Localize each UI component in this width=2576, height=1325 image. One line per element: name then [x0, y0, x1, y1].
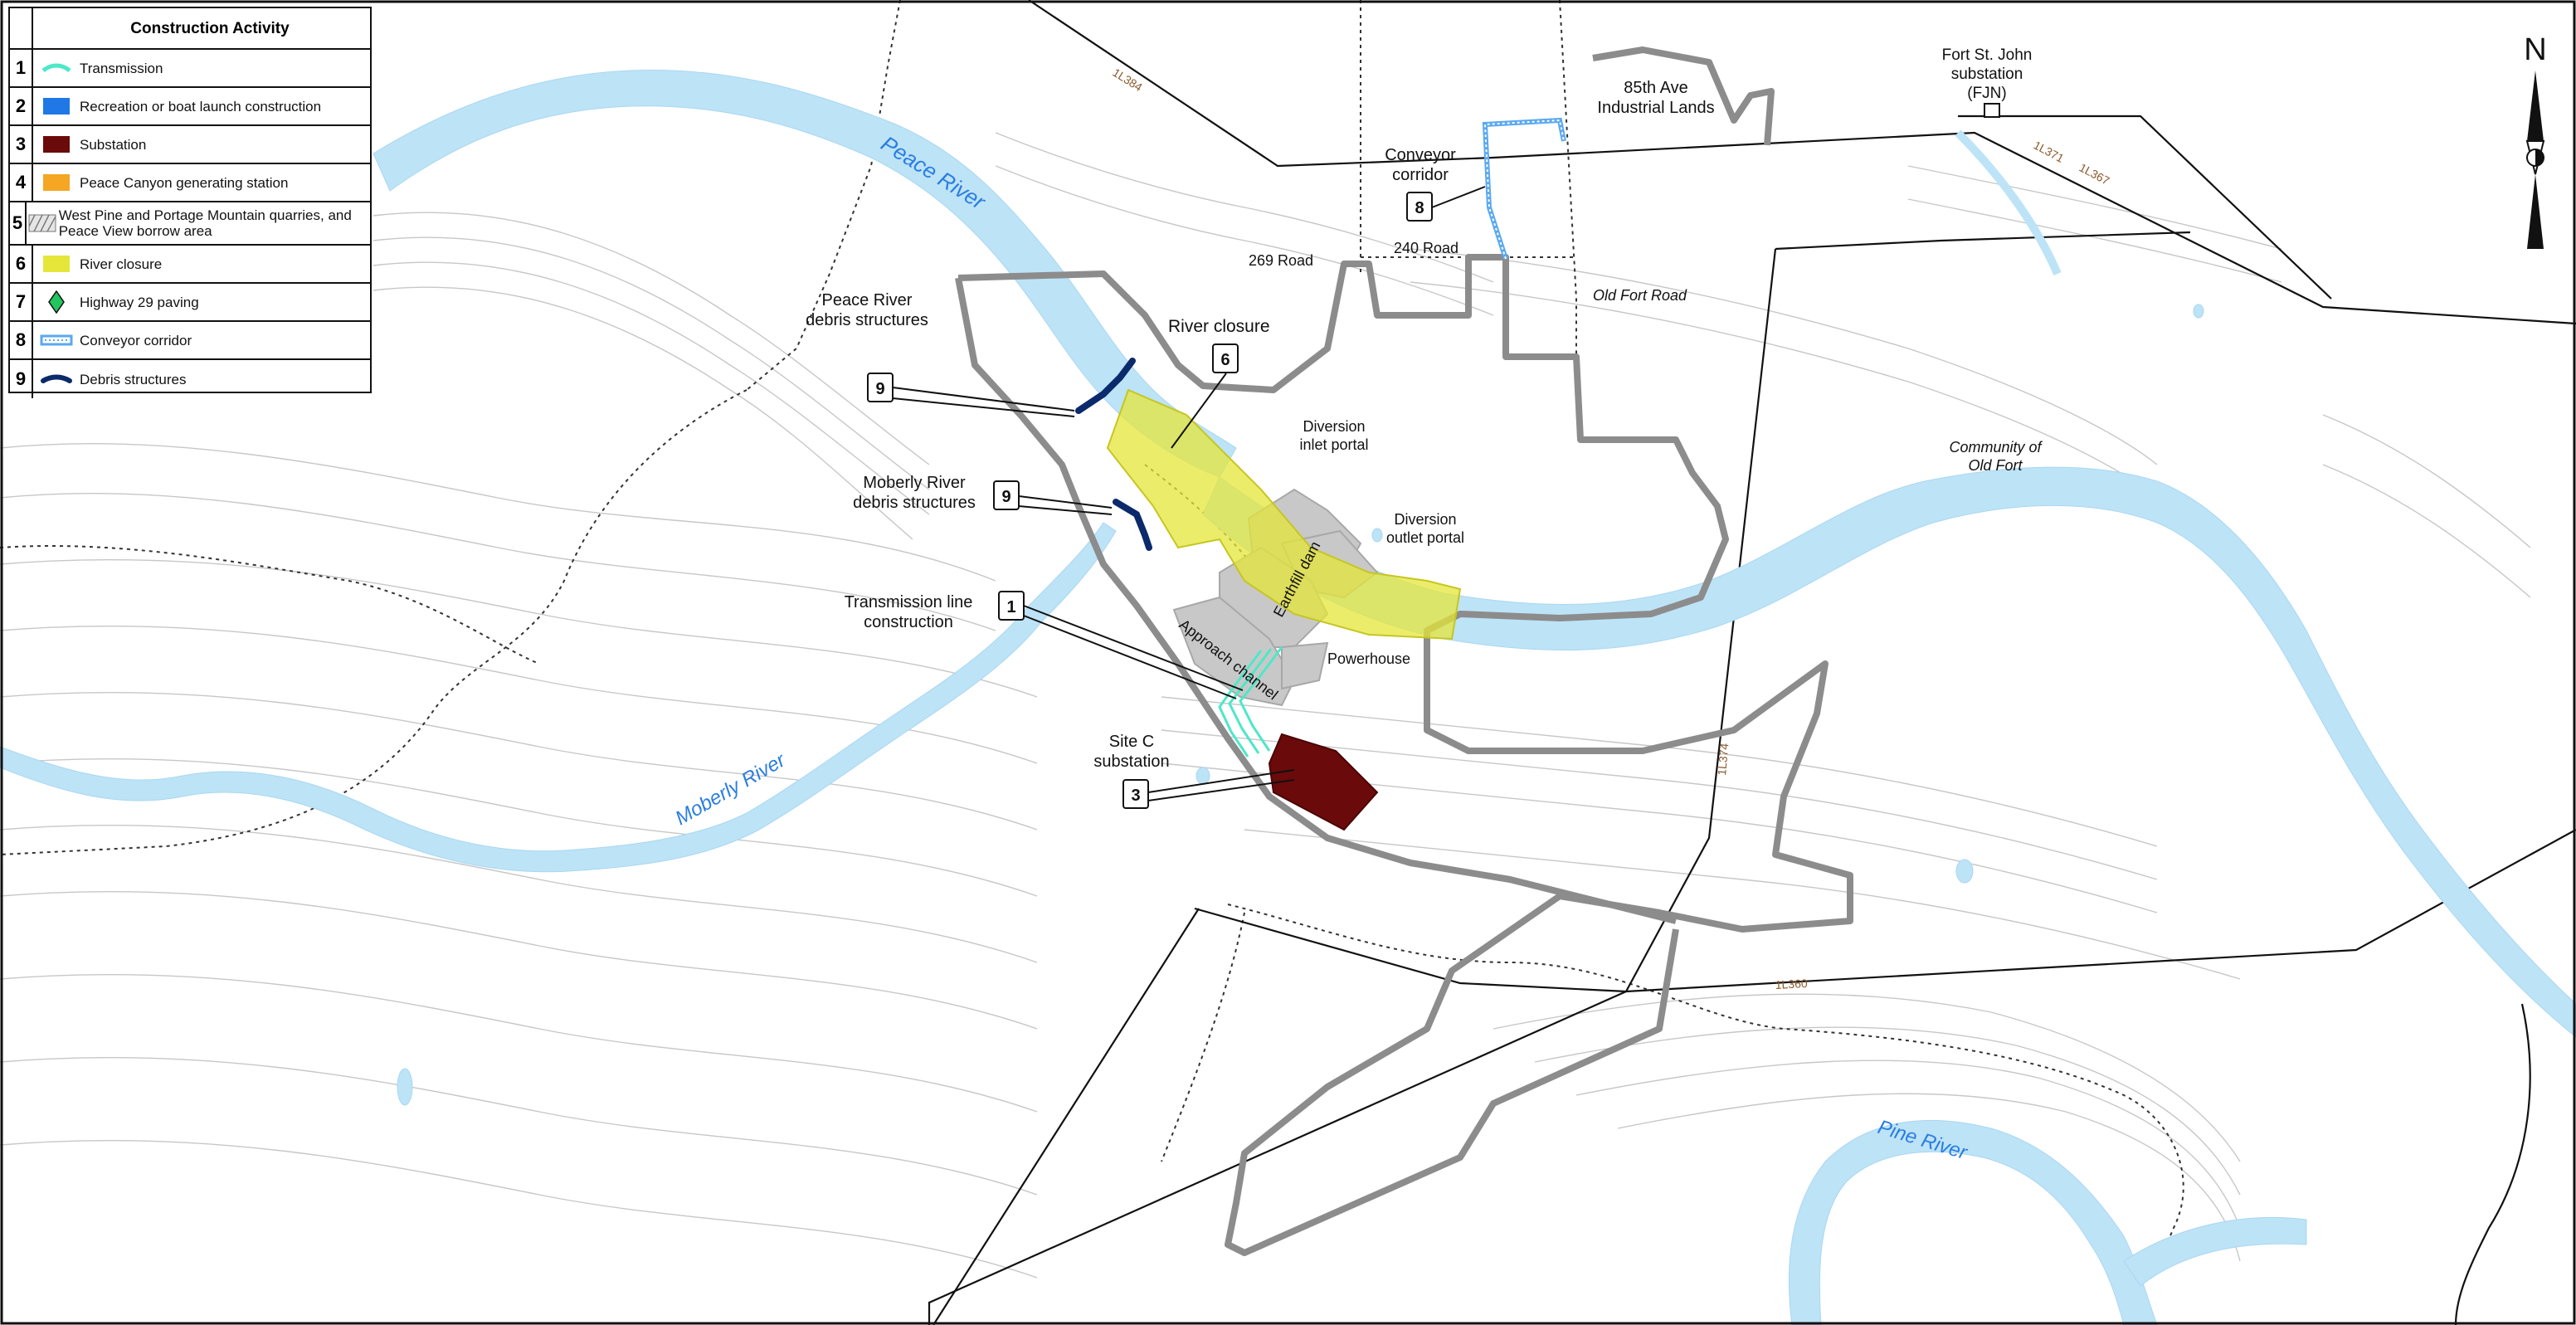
peace-river-east — [1955, 129, 2062, 275]
pond-4 — [1371, 528, 1383, 543]
legend: Construction Activity 1 Transmission 2 R… — [8, 7, 372, 398]
label-240-road: 240 Road — [1394, 240, 1458, 256]
legend-num: 4 — [10, 164, 33, 201]
legend-label: Recreation or boat launch construction — [80, 98, 322, 114]
legend-row-quarries: 5 West Pine and Portage Mountain quarrie… — [10, 202, 370, 246]
transmission-construction — [1218, 646, 1283, 757]
recreation-swatch-icon — [33, 97, 80, 115]
legend-num: 1 — [10, 50, 33, 86]
generating-station-swatch-icon — [33, 173, 80, 192]
legend-row-debris: 9 Debris structures — [10, 360, 370, 398]
legend-num: 9 — [10, 360, 33, 398]
svg-text:3: 3 — [1131, 787, 1140, 805]
svg-text:1: 1 — [1006, 598, 1015, 616]
legend-row-transmission: 1 Transmission — [10, 50, 370, 88]
callout-9-moberly: 9 — [993, 480, 1113, 515]
pond-5 — [2193, 304, 2204, 319]
svg-text:8: 8 — [1415, 199, 1424, 217]
legend-row-river-closure: 6 River closure — [10, 246, 370, 284]
pond-3 — [1955, 859, 1974, 884]
legend-num: 5 — [10, 202, 27, 244]
label-269-road: 269 Road — [1249, 252, 1313, 269]
legend-row-highway-paving: 7 Highway 29 paving — [10, 284, 370, 322]
svg-text:6: 6 — [1220, 351, 1230, 369]
label-old-fort-road: Old Fort Road — [1593, 287, 1687, 304]
north-arrow[interactable]: N — [2524, 32, 2547, 249]
callout-8: 8 — [1406, 186, 1486, 222]
legend-label: Conveyor corridor — [80, 332, 192, 348]
pond-2 — [1195, 767, 1210, 785]
legend-label: Debris structures — [80, 371, 187, 387]
north-label: N — [2524, 32, 2546, 67]
transmission-lines — [928, 0, 2576, 1325]
conveyor-icon — [33, 334, 80, 346]
legend-num: 3 — [10, 126, 33, 163]
fjn-substation-marker — [1984, 103, 2000, 118]
site-c-substation-area — [1268, 733, 1379, 831]
debris-structures — [1075, 358, 1152, 551]
moberly-river-debris — [1113, 499, 1152, 551]
river-closure-area — [1106, 388, 1462, 641]
label-river-closure: River closure — [1168, 317, 1270, 336]
label-1l374: 1L374 — [1715, 743, 1731, 776]
pond-1 — [397, 1068, 413, 1106]
svg-text:9: 9 — [875, 380, 884, 398]
approach-channel-area — [1172, 596, 1296, 707]
label-powerhouse: Powerhouse — [1327, 650, 1410, 667]
legend-num: 7 — [10, 284, 33, 320]
conveyor-corridor-inner — [1483, 119, 1565, 260]
legend-label: Transmission — [80, 60, 163, 76]
callout-6: 6 — [1171, 343, 1239, 449]
legend-num: 2 — [10, 88, 33, 124]
callout-3: 3 — [1122, 769, 1295, 809]
callout-1: 1 — [998, 591, 1244, 699]
legend-label: Substation — [80, 136, 147, 153]
legend-corner — [10, 8, 33, 50]
highway-diamond-icon — [33, 290, 80, 314]
moberly-river — [0, 522, 1117, 873]
river-closure-swatch-icon — [33, 255, 80, 273]
legend-row-substation: 3 Substation — [10, 126, 370, 164]
legend-row-peace-canyon: 4 Peace Canyon generating station — [10, 164, 370, 202]
quarry-hatch-icon — [27, 214, 59, 232]
svg-text:9: 9 — [1001, 488, 1010, 506]
debris-structure-icon — [33, 373, 80, 385]
legend-row-conveyor: 8 Conveyor corridor — [10, 322, 370, 360]
callouts: 8 6 9 9 1 3 — [867, 186, 1486, 809]
legend-title: Construction Activity — [10, 8, 370, 50]
label-1l360: 1L360 — [1775, 977, 1808, 991]
transmission-icon — [33, 62, 80, 74]
legend-label: Peace Canyon generating station — [80, 174, 289, 191]
legend-num: 6 — [10, 246, 33, 282]
legend-label: West Pine and Portage Mountain quarries,… — [58, 207, 352, 239]
north-arrow-icon — [2527, 71, 2544, 141]
callout-9-peace: 9 — [867, 373, 1075, 417]
legend-label: River closure — [80, 256, 163, 272]
legend-row-recreation: 2 Recreation or boat launch construction — [10, 88, 370, 126]
substation-swatch-icon — [33, 135, 80, 153]
powerhouse-area — [1281, 641, 1329, 690]
legend-label: Highway 29 paving — [80, 294, 199, 310]
contour-lines — [0, 132, 2531, 1279]
legend-num: 8 — [10, 322, 33, 358]
pine-river-east — [2123, 1216, 2307, 1287]
peace-river-debris — [1075, 358, 1136, 414]
